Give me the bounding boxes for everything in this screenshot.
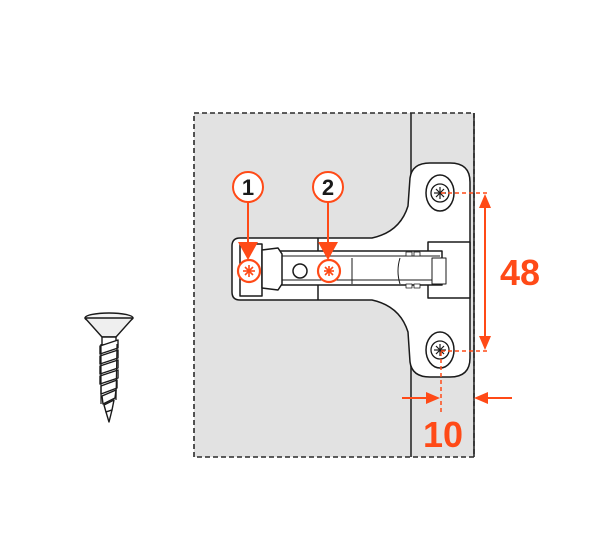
arrow-down-icon [318,242,338,260]
arrow-up-icon [479,194,491,208]
bottom-mounting-screw [425,331,455,369]
callout-1-label: 1 [242,175,254,200]
arrow-down-icon [238,242,258,260]
dimension-edge-offset [402,352,512,412]
screw-position-1 [236,258,262,284]
callout-2-label: 2 [322,175,334,200]
arrow-left-icon [474,392,488,404]
screw-position-2 [316,258,342,284]
dimension-10-label: 10 [423,414,463,455]
dimension-48-label: 48 [500,252,540,293]
torx-icon [434,344,446,356]
callout-2: 2 [312,171,344,260]
arrow-right-icon [426,392,440,404]
arrow-down-icon [479,336,491,350]
dimension-vertical-spacing [441,192,491,352]
mounting-plate [231,162,471,378]
wood-screw-icon [84,312,134,423]
callout-1: 1 [232,171,264,260]
top-mounting-screw [425,174,455,212]
